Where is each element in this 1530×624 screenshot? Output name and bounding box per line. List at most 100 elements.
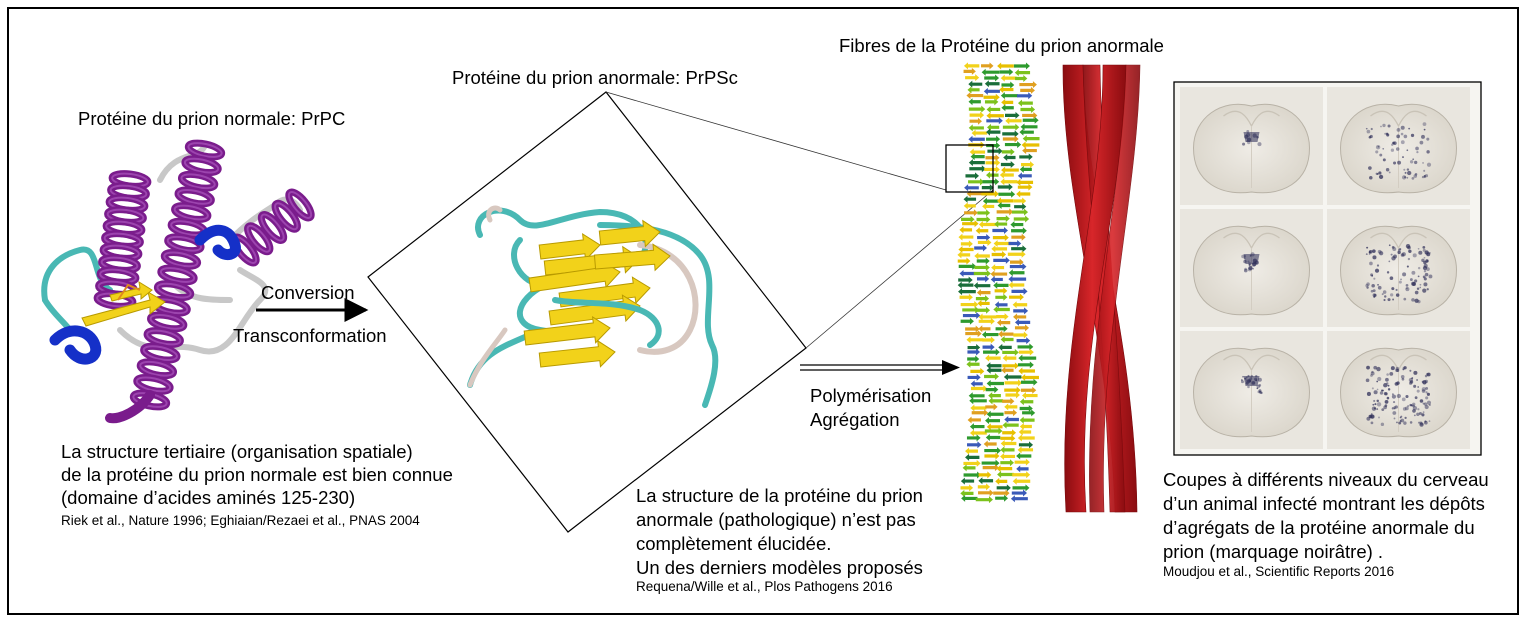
- fibre-strand: [958, 282, 974, 289]
- fibre-strand: [986, 172, 999, 179]
- stain-dot: [1396, 289, 1398, 291]
- fibre-strand: [993, 257, 1010, 264]
- fibre-strand: [961, 484, 974, 491]
- stain-dot: [1372, 249, 1376, 253]
- fibre-strand: [977, 209, 990, 216]
- stain-dot: [1427, 163, 1431, 167]
- stain-dot: [1427, 393, 1430, 396]
- stain-dot: [1403, 366, 1406, 369]
- stain-dot: [1380, 126, 1382, 128]
- stain-dot: [1422, 162, 1424, 164]
- fibre-strand: [1005, 379, 1023, 386]
- fibre-strand: [1014, 216, 1029, 223]
- stain-dot: [1414, 414, 1416, 416]
- stain-dot: [1396, 147, 1400, 151]
- prpc-desc-line-3: (domaine d’acides aminés 125-230): [61, 486, 355, 509]
- sections-reference: Moudjou et al., Scientific Reports 2016: [1163, 563, 1394, 580]
- fibre-strand: [964, 68, 976, 75]
- fibre-strand: [1023, 117, 1039, 124]
- fibre-strand: [978, 489, 994, 496]
- stain-dot: [1382, 148, 1384, 150]
- stain-dot: [1414, 279, 1417, 282]
- conversion-label: Conversion: [261, 281, 355, 304]
- fibre-strand: [968, 416, 981, 423]
- stain-dot: [1370, 135, 1373, 138]
- fibre-strand: [985, 355, 1001, 362]
- fibre-strand: [1008, 240, 1021, 247]
- stain-dot: [1406, 284, 1409, 287]
- stain-dot: [1411, 134, 1414, 137]
- prpsc-coil: [470, 330, 505, 385]
- fibre-strand: [995, 294, 1007, 301]
- fibre-strand: [961, 478, 974, 485]
- stain-dot: [1412, 158, 1414, 160]
- stain-dot: [1407, 171, 1411, 175]
- stain-dot: [1388, 385, 1390, 387]
- fibre-strand: [958, 234, 973, 241]
- stain-dot: [1380, 391, 1383, 394]
- fibre-strand: [998, 331, 1013, 338]
- fibre-strand: [982, 69, 1000, 76]
- stain-dot: [1425, 380, 1428, 383]
- fibre-strand: [976, 496, 993, 503]
- zoom-line: [606, 92, 946, 190]
- stain-dot: [1423, 249, 1426, 252]
- stain-dot: [1389, 244, 1391, 246]
- stain-dot: [1424, 277, 1427, 280]
- fibre-strand: [986, 112, 1003, 119]
- stain-dot: [1404, 135, 1408, 139]
- stain-dot: [1411, 282, 1415, 286]
- fibre-strand: [1018, 355, 1036, 362]
- stain-dot: [1400, 417, 1402, 419]
- fibre-strand: [969, 124, 984, 131]
- fibre-strand: [992, 251, 1006, 258]
- fibre-strand: [1021, 387, 1036, 394]
- fibre-strand: [1021, 379, 1037, 386]
- stain-dot: [1391, 149, 1394, 152]
- stain-dot: [1414, 161, 1417, 164]
- stain-dot: [1371, 290, 1374, 293]
- fibre-strand: [1004, 409, 1017, 416]
- stain-dot: [1406, 288, 1408, 290]
- fibre-strand: [1004, 374, 1022, 381]
- stain-dot: [1369, 250, 1373, 254]
- prpc-desc-line-2: de la protéine du prion normale est bien…: [61, 463, 453, 486]
- fibre-strand: [968, 81, 982, 88]
- stain-dot: [1406, 244, 1410, 248]
- fibre-strand: [1017, 92, 1032, 99]
- stain-dot: [1376, 381, 1378, 383]
- stain-dot: [1396, 293, 1399, 296]
- stain-dot: [1386, 373, 1389, 376]
- stain-dot: [1418, 248, 1420, 250]
- fibre-strand: [982, 178, 999, 185]
- fibre-strand: [970, 149, 985, 156]
- fibre-strand: [972, 130, 987, 137]
- fibre-strand: [997, 208, 1014, 215]
- stain-dot: [1388, 261, 1390, 263]
- stain-dot: [1386, 133, 1389, 136]
- fibre-strand: [974, 264, 989, 271]
- fibre-strand: [1001, 440, 1017, 447]
- stain-dot: [1377, 264, 1379, 266]
- stain-dot: [1387, 271, 1389, 273]
- stain-dot: [1417, 386, 1419, 388]
- stain-dot: [1404, 417, 1406, 419]
- stain-dot: [1423, 282, 1427, 286]
- fibre-strand: [962, 306, 979, 313]
- fibre-strand: [987, 106, 1001, 113]
- fibre-strand: [977, 216, 991, 223]
- stain-dot: [1381, 423, 1384, 426]
- fibre-strand: [997, 197, 1013, 204]
- fibre-strand: [1016, 465, 1028, 472]
- stain-dot: [1383, 299, 1385, 301]
- prpsc-desc-line-4: Un des derniers modèles proposés: [636, 556, 923, 579]
- stain-dot: [1392, 142, 1395, 145]
- fibre-strand: [1013, 197, 1026, 204]
- stain-dot: [1375, 150, 1378, 153]
- fibre-strand: [970, 112, 985, 119]
- fibre-strand: [1000, 68, 1014, 75]
- stain-dot: [1409, 370, 1411, 372]
- transconformation-label: Transconformation: [233, 324, 387, 347]
- prpsc-coil: [489, 208, 500, 220]
- stain-dot: [1427, 401, 1431, 405]
